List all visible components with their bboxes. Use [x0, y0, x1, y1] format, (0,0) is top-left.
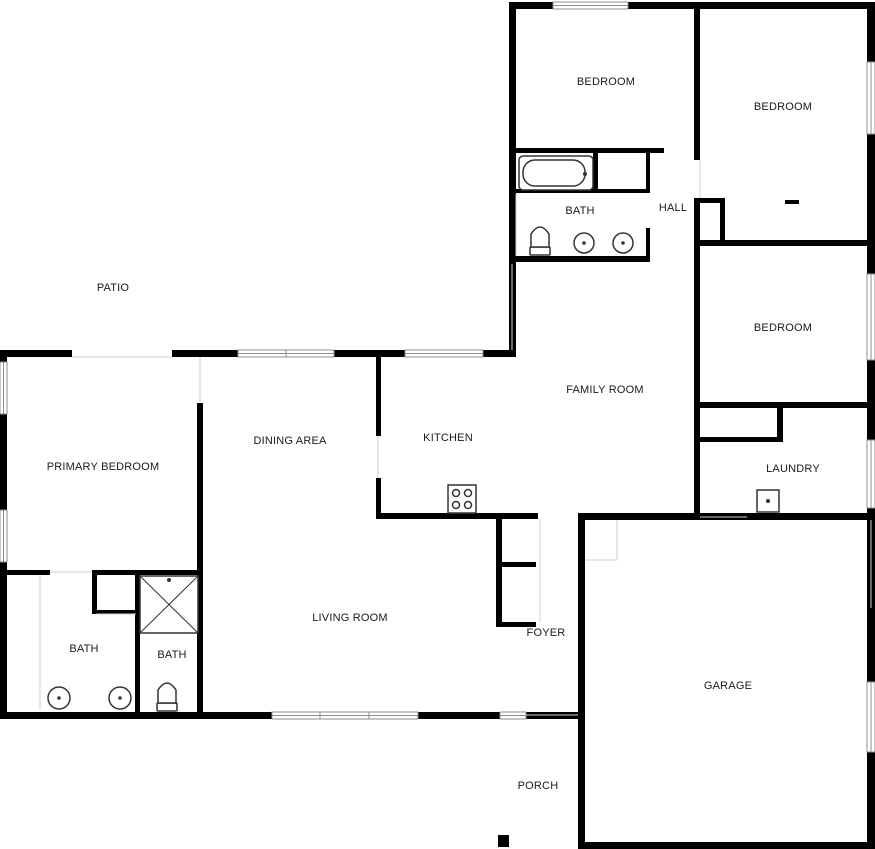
- room-label-bath-hall: BATH: [565, 205, 594, 217]
- room-label-laundry: LAUNDRY: [766, 463, 820, 475]
- room-label-patio: PATIO: [97, 282, 130, 294]
- room-label-family-room: FAMILY ROOM: [566, 384, 644, 396]
- bathtub-icon: [518, 155, 594, 191]
- sink-icon: [108, 686, 132, 710]
- toilet-icon: [529, 226, 551, 256]
- utility-sink-icon: [756, 489, 780, 513]
- room-label-living-room: LIVING ROOM: [312, 612, 388, 624]
- room-label-bedroom-1: BEDROOM: [577, 76, 635, 88]
- room-label-dining-area: DINING AREA: [253, 435, 327, 447]
- room-label-primary-bedroom: PRIMARY BEDROOM: [47, 461, 160, 473]
- room-label-porch: PORCH: [518, 780, 559, 792]
- shower-icon: [139, 575, 199, 634]
- sink-icon: [573, 232, 595, 254]
- room-label-bedroom-2: BEDROOM: [754, 101, 812, 113]
- sink-icon: [612, 232, 634, 254]
- room-label-bath-primary-2: BATH: [157, 649, 186, 661]
- sink-icon: [47, 686, 71, 710]
- room-label-bath-primary-1: BATH: [69, 643, 98, 655]
- toilet-icon: [156, 682, 178, 712]
- room-label-foyer: FOYER: [527, 627, 566, 639]
- room-label-kitchen: KITCHEN: [423, 432, 473, 444]
- room-label-hall: HALL: [659, 202, 687, 214]
- room-labels: BEDROOM BEDROOM BATH HALL PATIO BEDROOM …: [47, 76, 820, 792]
- windows: [0, 1, 875, 753]
- room-label-bedroom-3: BEDROOM: [754, 322, 812, 334]
- fixtures: [47, 155, 780, 712]
- stove-icon: [447, 484, 477, 514]
- thin-lines: [39, 160, 872, 716]
- room-label-garage: GARAGE: [704, 680, 752, 692]
